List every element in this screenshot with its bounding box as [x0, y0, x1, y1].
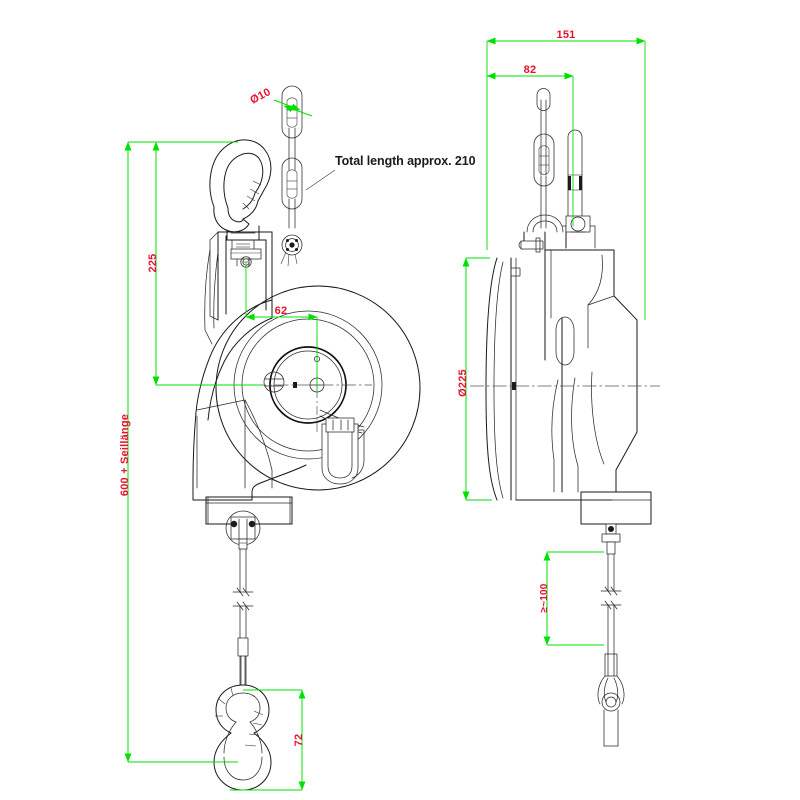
safety-chain-side	[533, 88, 555, 229]
dimension-body-width-label: 151	[557, 29, 576, 41]
dimension-bottom-hook: 72	[230, 689, 306, 791]
dimension-hub-offset-label: 62	[275, 305, 288, 317]
safety-chain	[281, 85, 336, 229]
front-view	[192, 85, 421, 791]
dimension-hub-offset: 62	[245, 262, 318, 392]
drum-housing	[192, 285, 421, 525]
top-hook-side	[567, 129, 583, 227]
rope-exit-fitting	[225, 510, 261, 550]
steel-rope	[232, 548, 254, 686]
chain-anchor	[280, 234, 303, 267]
dimension-min-rope-free: ≥~100	[539, 551, 604, 646]
steel-rope-side	[597, 523, 625, 747]
dimension-bracket-width-label: 82	[524, 64, 537, 76]
bottom-load-hook	[213, 684, 272, 791]
dimension-bottom-hook-label: 72	[293, 734, 305, 747]
rope-latch	[319, 409, 365, 485]
mounting-bracket-side	[523, 214, 596, 249]
drum-housing-side	[470, 231, 660, 525]
dimension-total-drop: 600 + Seillänge	[119, 141, 238, 763]
dimension-body-width: 151	[486, 29, 646, 320]
side-view	[470, 88, 660, 747]
dimension-drum-diameter-label: Ø225	[457, 369, 469, 397]
dimension-suspension-height-label: 225	[147, 254, 159, 273]
dimension-total-drop-label: 600 + Seillänge	[119, 414, 131, 496]
dimension-drum-diameter: Ø225	[457, 257, 492, 501]
dimension-bracket-width: 82	[486, 64, 574, 226]
dimension-suspension-height: 225	[147, 141, 262, 386]
chain-length-note: Total length approx. 210	[335, 154, 476, 168]
dimension-min-rope-free-label: ≥~100	[539, 583, 550, 612]
